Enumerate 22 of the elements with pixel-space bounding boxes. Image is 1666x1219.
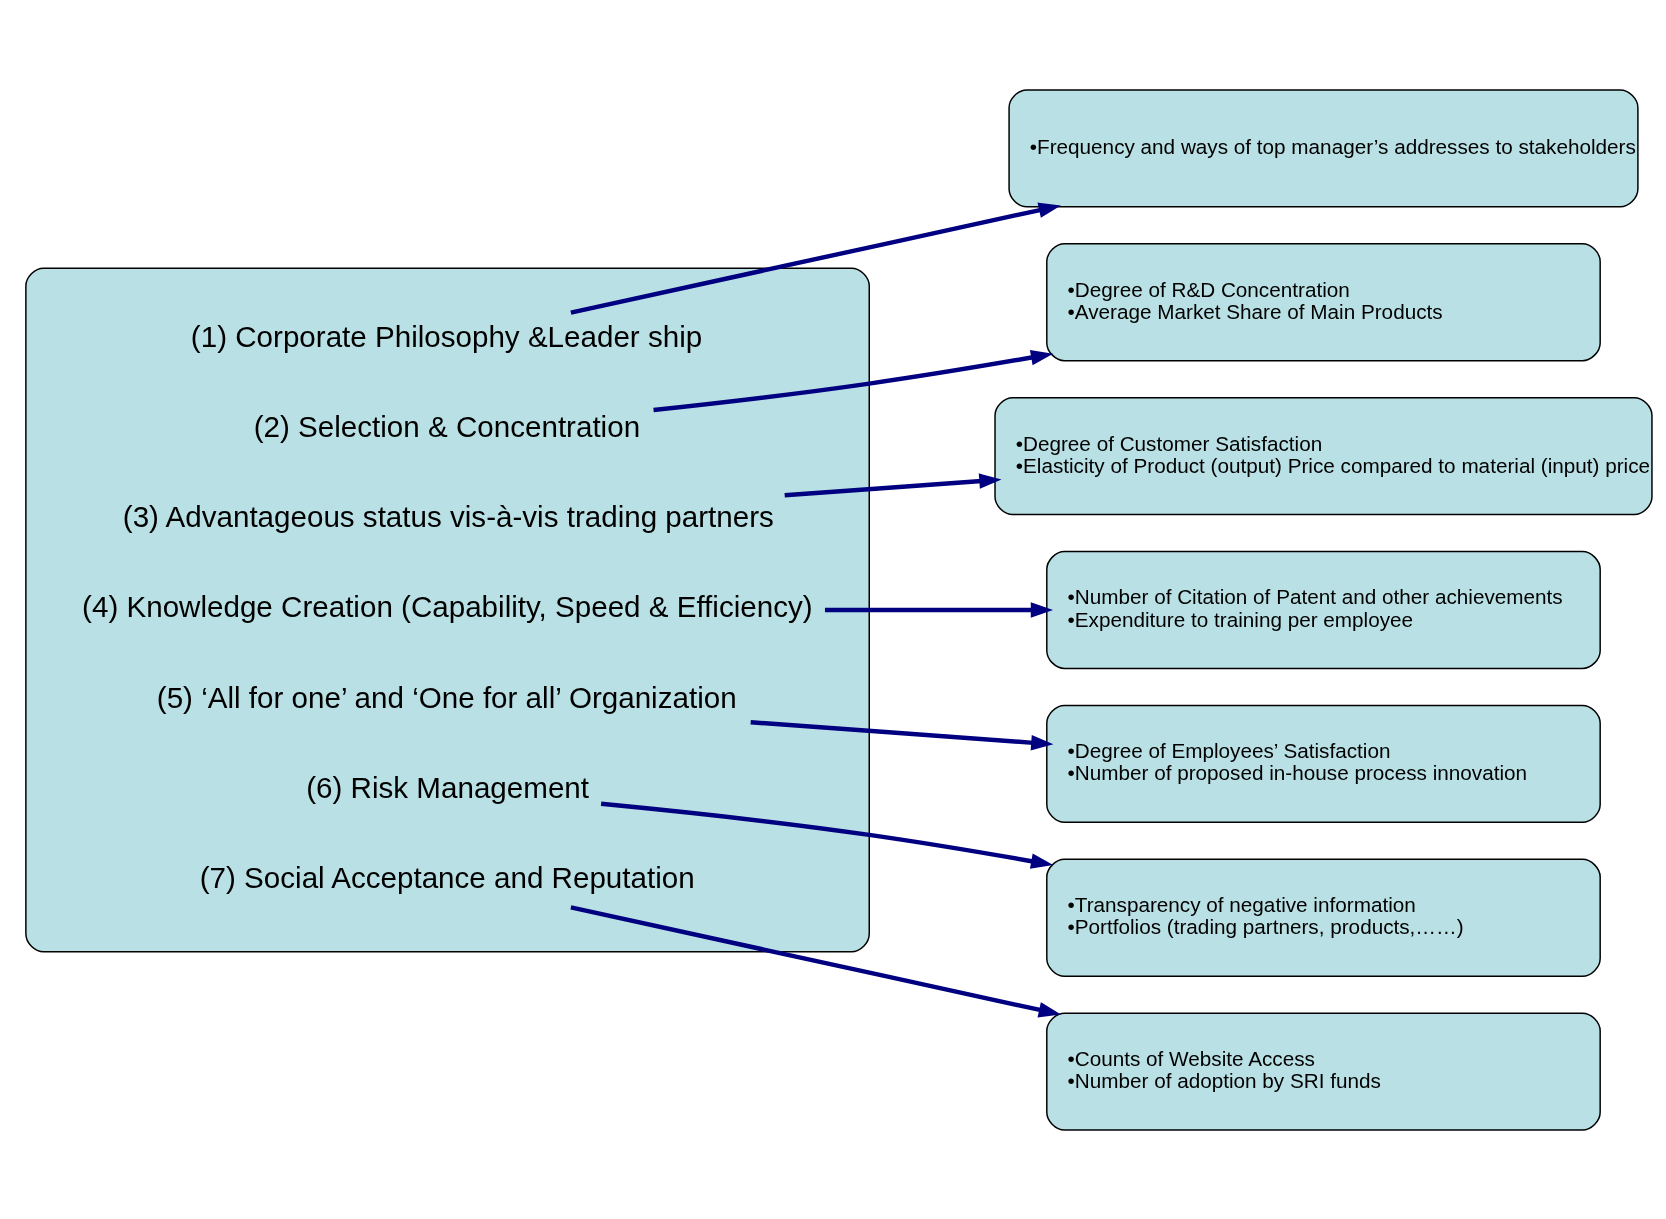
arrow — [600, 801, 1054, 869]
arrow — [570, 904, 1061, 1017]
node-text: (5) ‘All for one’ and ‘One for all’ Organization — [156, 680, 737, 714]
node-text: (6) Risk Management — [306, 770, 590, 804]
arrow — [750, 719, 1054, 750]
node-text: (7) Social Acceptance and Reputation — [199, 860, 695, 894]
node-box: •Counts of Website Access •Number of adoption by SRI funds — [1046, 1011, 1601, 1131]
node-text: (4) Knowledge Creation (Capability, Speed & Efficiency) — [82, 589, 813, 623]
cluster — [25, 266, 870, 953]
arrow — [570, 202, 1061, 315]
node-box: •Transparency of negative information •Portfolios (trading partners, products,……) — [1046, 858, 1601, 977]
node-box: •Frequency and ways of top manager’s addresses to stakeholders — [1008, 88, 1639, 208]
arrow — [784, 472, 1002, 497]
node-box: •Degree of Customer Satisfaction •Elasticity of Product (output) Price compared to material (input) price — [994, 396, 1653, 515]
arrow — [824, 601, 1054, 618]
node-box: •Degree of R&D Concentration •Average Market Share of Main Products — [1046, 242, 1601, 361]
node-text: (3) Advantageous status vis-à-vis trading partners — [122, 499, 774, 533]
node-text: (2) Selection & Concentration — [253, 409, 641, 443]
node-box: •Number of Citation of Patent and other achievements •Expenditure to training per employee — [1046, 550, 1601, 669]
node-text: (1) Corporate Philosophy &Leader ship — [190, 319, 703, 353]
node-box: •Degree of Employees’ Satisfaction •Number of proposed in-house process innovation — [1046, 704, 1601, 823]
arrow — [653, 349, 1054, 412]
